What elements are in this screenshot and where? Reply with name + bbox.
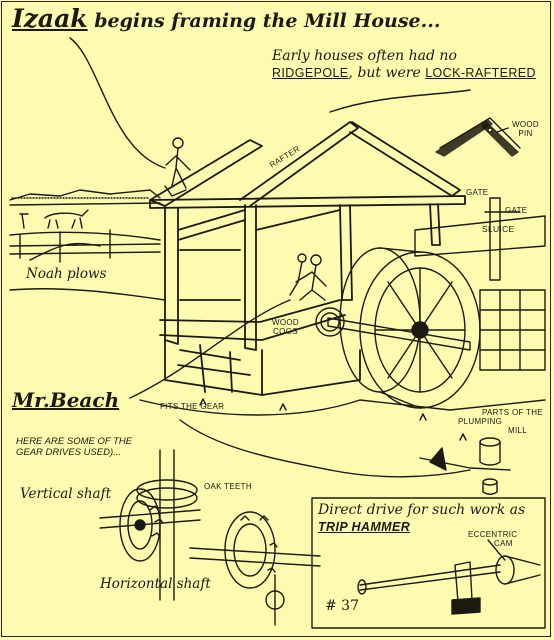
mill-frame bbox=[149, 121, 466, 396]
title-rest: begins framing the Mill House... bbox=[94, 10, 441, 32]
horizontal-shaft-label: Horizontal shaft bbox=[100, 576, 211, 592]
vertical-shaft-gear bbox=[99, 449, 201, 601]
callout-pointer bbox=[329, 89, 471, 113]
noah-pointer bbox=[29, 242, 101, 261]
wood-pin-line2: PIN bbox=[518, 129, 533, 138]
mr-beach-figure bbox=[289, 253, 327, 301]
lockraftered-term: LOCK-RAFTERED bbox=[425, 66, 536, 80]
wood-pin-label: WOOD PIN bbox=[512, 120, 539, 138]
gear-note-line1: HERE ARE SOME OF THE bbox=[16, 436, 133, 447]
horizontal-shaft-gear bbox=[189, 511, 321, 626]
callout-line1: Early houses often had no bbox=[272, 48, 457, 64]
lock-rafter-detail bbox=[435, 117, 521, 157]
ridgepole-term: RIDGEPOLE bbox=[272, 66, 349, 80]
gear-drives-note: HERE ARE SOME OF THE GEAR DRIVES USED)..… bbox=[16, 436, 132, 458]
trip-hammer-line1: Direct drive for such work as bbox=[318, 502, 526, 518]
parts-line3: MILL bbox=[508, 426, 527, 435]
parts-line2: PLUMPING bbox=[458, 417, 503, 426]
callout-middle: , but were bbox=[348, 65, 421, 81]
background-landscape bbox=[9, 189, 166, 301]
izaak-figure bbox=[164, 137, 191, 197]
gate-label-1: GATE bbox=[466, 188, 489, 197]
wood-cogs-label: WOOD COGS bbox=[272, 318, 299, 336]
eccentric-line1: ECCENTRIC bbox=[468, 530, 518, 539]
plumping-mill-parts bbox=[419, 437, 511, 495]
mr-beach-label: Mr.Beach bbox=[12, 388, 120, 412]
ground bbox=[139, 398, 546, 478]
page-title: Izaak begins framing the Mill House... bbox=[12, 4, 440, 33]
sluice-label: SLUICE bbox=[482, 224, 515, 234]
trip-hammer-caption: Direct drive for such work as TRIP HAMME… bbox=[318, 502, 525, 536]
plate-number: # 37 bbox=[325, 598, 359, 614]
mr-beach-pointer bbox=[129, 299, 291, 399]
eccentric-cam-label: ECCENTRIC CAM bbox=[468, 530, 517, 548]
eccentric-line2: CAM bbox=[494, 539, 513, 548]
sluice-and-water-wheel bbox=[315, 197, 546, 409]
wood-cogs-line2: COGS bbox=[273, 327, 298, 336]
wood-pin-line1: WOOD bbox=[512, 120, 539, 129]
vertical-shaft-label: Vertical shaft bbox=[20, 486, 112, 502]
title-name: Izaak bbox=[12, 4, 88, 33]
fits-the-gear-label: FITS THE GEAR bbox=[160, 402, 225, 411]
oak-teeth-label: OAK TEETH bbox=[204, 482, 252, 491]
izaak-pointer-line bbox=[69, 37, 166, 169]
plumping-mill-label: PARTS OF THE PLUMPING MILL bbox=[458, 408, 543, 435]
gate-label-2: GATE bbox=[505, 206, 528, 215]
ridgepole-callout: Early houses often had no RIDGEPOLE, but… bbox=[272, 48, 536, 82]
parts-line1: PARTS OF THE bbox=[482, 408, 543, 417]
trip-hammer-inset bbox=[311, 497, 546, 629]
trip-hammer-term: TRIP HAMMER bbox=[318, 520, 411, 534]
noah-plows-label: Noah plows bbox=[26, 266, 107, 282]
wood-cogs-line1: WOOD bbox=[272, 318, 299, 327]
gear-note-line2: GEAR DRIVES USED)... bbox=[16, 447, 122, 458]
